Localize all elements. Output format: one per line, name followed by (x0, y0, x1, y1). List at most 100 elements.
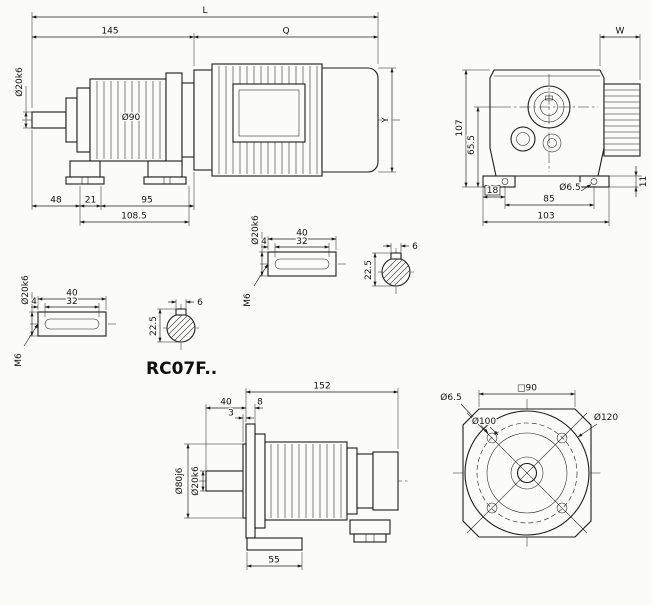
dim-shaft-length: 40 (296, 229, 308, 239)
dim-shaft-length: 40 (220, 398, 232, 408)
dim-foot-hole-span: 85 (543, 195, 554, 205)
dim-95: 95 (141, 196, 152, 206)
gear-housing-ribs (96, 81, 161, 159)
key-section (175, 308, 187, 316)
dim-spigot-depth: 3 (228, 409, 234, 419)
dim-tapped-hole: M6 (14, 353, 24, 367)
gear-housing-ribs (270, 444, 342, 518)
output-shaft (31, 111, 67, 129)
key-section (390, 252, 402, 260)
intermediate-bore (510, 126, 536, 152)
motor-flange (193, 69, 213, 171)
dim-total-length: 152 (313, 382, 330, 392)
dim-shaft-dia: Ø20k6 (20, 275, 31, 305)
bolt-hole (486, 502, 498, 514)
bolt-hole (556, 502, 568, 514)
view-gearbox-front: W 107 65.5 18 Ø6.5 85 103 11 (454, 25, 650, 226)
flange-side-dimensions: 152 40 8 3 Ø80j6 Ø20k6 55 (173, 380, 399, 570)
dim-foot-thickness: 11 (639, 176, 649, 187)
foot-front (246, 537, 303, 551)
output-shaft (205, 470, 247, 492)
gear-housing (89, 78, 167, 162)
shaft-body (267, 251, 337, 277)
foot-holes (81, 177, 171, 184)
shaft-a-dimensions: 40 4 32 Ø20k6 M6 (242, 214, 337, 308)
dim-108-5: 108.5 (121, 212, 147, 222)
dim-tapped-hole: M6 (243, 293, 253, 307)
dim-flange-dia: Ø120 (594, 412, 619, 423)
section-a-dimensions: 22.5 6 (363, 241, 419, 287)
dim-key-offset: 4 (261, 237, 267, 247)
shaft-keyway (274, 258, 330, 270)
dim-gear-unit-length: 145 (101, 27, 118, 37)
dim-foot-hole-dia: Ø6.5 (559, 182, 580, 193)
dim-key-offset: 4 (31, 297, 37, 307)
spigot-circle (486, 432, 568, 514)
dim-shaft-length: 40 (66, 289, 78, 299)
section-hatch (167, 314, 195, 342)
dim-square-size: □90 (517, 384, 537, 394)
foot-hole-left (501, 178, 509, 185)
foot-front (69, 160, 101, 178)
gearmotor-outline (31, 63, 379, 185)
dim-key-width: 6 (412, 242, 418, 252)
view-shaft-section-a: 22.5 6 (363, 241, 419, 294)
view-gearmotor-side: L 145 Q Ø20k6 Ø90 Y 48 21 95 108.5 (13, 5, 400, 226)
gearbox-front-outline (482, 69, 641, 188)
flange-front-outline (453, 399, 601, 547)
fan-cowl (321, 67, 379, 173)
dim-flange-thickness: 8 (257, 398, 263, 408)
foot-rear (147, 160, 183, 178)
model-title: RC07F.. (146, 359, 217, 379)
dim-motor-width: W (616, 27, 625, 37)
bolt-circle (476, 422, 578, 524)
bolt-hole (556, 432, 568, 444)
foot-holes (365, 534, 375, 542)
dim-shaft-dia: Ø20k6 (14, 67, 25, 97)
view-flange-side: 152 40 8 3 Ø80j6 Ø20k6 55 (173, 380, 408, 570)
dim-total-height: 107 (455, 119, 465, 136)
flange-circle (464, 410, 590, 536)
dim-foot-edge-to-hole: 18 (487, 186, 499, 196)
dim-21: 21 (85, 196, 96, 206)
dim-bolt-circle-dia: Ø100 (472, 416, 497, 427)
foot-pad-right (579, 175, 610, 188)
flange-spigot (242, 443, 247, 519)
dim-foot-total-width: 103 (537, 212, 554, 222)
dim-shaft-dia: Ø20k6 (190, 466, 201, 496)
dim-key-height: 22.5 (364, 260, 374, 280)
dim-foot-length: 55 (268, 556, 279, 566)
motor-frame-window (232, 83, 306, 143)
dim-hole-dia: Ø6.5 (440, 392, 461, 403)
foot-rear (349, 519, 391, 535)
dim-overall-length: L (202, 6, 207, 16)
foot-hole-right (590, 178, 598, 185)
input-housing (372, 451, 399, 511)
dim-18-box (484, 185, 501, 196)
section-hatch (382, 258, 410, 286)
view-shaft-section-b: 22.5 6 (148, 297, 204, 350)
dim-motor-length: Q (282, 27, 289, 37)
dim-48: 48 (50, 196, 62, 206)
view-shaft-end-detail-a: 40 4 32 Ø20k6 M6 (242, 214, 346, 308)
dim-key-width: 6 (197, 298, 203, 308)
bolt-hole (486, 432, 498, 444)
shaft-body (37, 311, 107, 337)
section-b-dimensions: 22.5 6 (148, 297, 204, 343)
shaft-keyway (44, 318, 100, 330)
shaft-b-dimensions: 40 4 32 Ø20k6 M6 (13, 274, 107, 368)
dim-motor-height: Y (381, 117, 391, 124)
dim-key-length: 32 (66, 297, 77, 307)
dim-axis-height: 65.5 (467, 135, 477, 155)
dim-spigot-dia: Ø80j6 (174, 467, 185, 494)
dim-gear-body-dia: Ø90 (122, 112, 141, 123)
gearmotor-dimensions: L 145 Q Ø20k6 Ø90 Y 48 21 95 108.5 (13, 5, 396, 226)
dim-key-height: 22.5 (149, 316, 159, 336)
dim-key-length: 32 (296, 237, 307, 247)
dim-shaft-dia: Ø20k6 (250, 215, 261, 245)
flange-front-dimensions: □90 Ø6.5 Ø100 Ø120 (439, 382, 620, 438)
view-flange-front: □90 Ø6.5 Ø100 Ø120 (439, 382, 620, 547)
mounting-flange (245, 423, 256, 539)
